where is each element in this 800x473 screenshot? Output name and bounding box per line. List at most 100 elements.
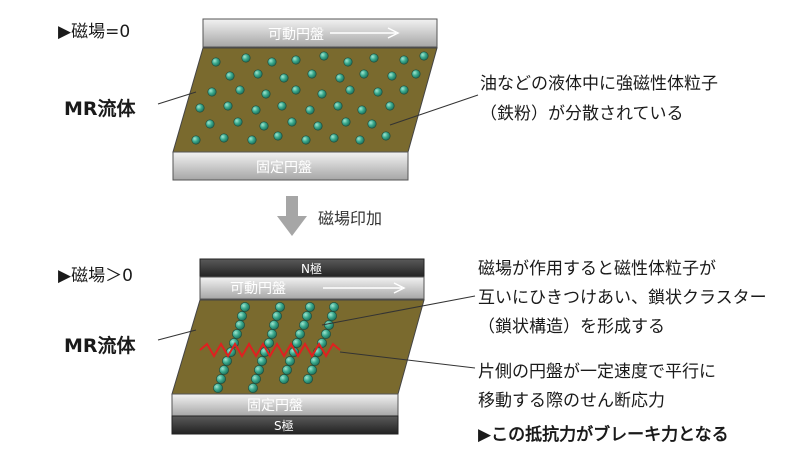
condition-no-field: ▶磁場=0 [58,22,131,42]
mr-fluid-label-bottom: MR流体 [64,335,136,357]
s-pole-label: S極 [274,418,294,433]
chain-particle [299,320,309,330]
shear-stress-line [199,342,341,358]
particle [253,69,263,79]
leader-line-note-top [389,94,479,126]
note-top-line2: （鉄粉）が分散されている [480,104,684,124]
chain-particle [219,365,229,375]
chain-particle [305,302,315,312]
chain-particle [279,374,289,384]
leader-line-mr-top [157,91,197,105]
note-shear-line1: 片側の円盤が一定速度で平行に [478,362,716,382]
particle [387,71,397,81]
particle [369,53,379,63]
s-pole-plate: S極 [171,415,399,435]
particle [191,135,201,145]
particle [343,57,353,67]
chain-particle [257,356,267,366]
particle [399,55,409,65]
particle [373,87,383,97]
particles-dispersed [191,51,429,145]
chain-particle [254,365,264,375]
particle [345,85,355,95]
particle [211,57,221,67]
particle [235,85,245,95]
particle [307,69,317,79]
particle [333,101,343,111]
n-pole-plate: N極 [199,258,425,278]
magnetic-field-applied-label: 磁場印加 [318,209,383,228]
particle [279,73,289,83]
leader-line-shear [339,351,476,369]
chain-particle [302,311,312,321]
particle [195,103,205,113]
particle [359,69,369,79]
particle [335,73,345,83]
chain-particle [213,383,223,393]
particle [317,89,327,99]
particle [341,117,351,127]
particle [329,133,339,143]
fixed-disk-bottom-label: 固定円盤 [247,398,303,414]
particle [291,85,301,95]
chain-particle [222,356,232,366]
chain-particle [329,302,339,312]
down-arrow-icon [277,196,307,236]
leader-line-mr-bottom [157,329,197,341]
chain-particle [235,320,245,330]
particle [207,87,217,97]
particle [233,117,243,127]
particle [247,135,257,145]
particle [357,105,367,115]
particle [385,101,395,111]
particle [261,89,271,99]
arrow-right-icon [323,282,406,294]
chain-particle [251,374,261,384]
chain-particle [275,302,285,312]
n-pole-label: N極 [301,261,322,276]
particle [277,101,287,111]
fixed-disk-bottom: 固定円盤 [171,393,399,417]
particle [223,101,233,111]
particle [381,131,391,141]
note-chain-line1: 磁場が作用すると磁性体粒子が [478,259,716,279]
particle [259,121,269,131]
particle [287,117,297,127]
particle [267,57,277,67]
particle [313,121,323,131]
chain-particle [248,383,258,393]
chain-particle [264,338,274,348]
note-shear-line2: 移動する際のせん断応力 [478,391,665,411]
moving-disk-bottom: 可動円盤 [199,276,425,300]
particle [411,69,421,79]
fixed-disk-top-label: 固定円盤 [256,160,312,176]
conclusion-brake-force: ▶この抵抗力がブレーキ力となる [478,425,729,445]
chain-particle [295,329,305,339]
condition-field-on: ▶磁場＞0 [58,266,133,286]
chain-particle [232,329,242,339]
chain-particle [324,320,334,330]
particle [251,105,261,115]
chain-particle [292,338,302,348]
leader-line-chain [321,295,476,326]
particle [367,119,377,129]
particle [273,131,283,141]
particle [355,135,365,145]
arrow-right-icon [330,27,400,39]
particle [291,55,301,65]
chain-particle [267,329,277,339]
particle [205,119,215,129]
moving-disk-top-label: 可動円盤 [268,27,324,43]
chain-particle [237,311,247,321]
particle [419,51,429,61]
moving-disk-top: 可動円盤 [202,18,438,48]
fixed-disk-top: 固定円盤 [172,151,409,181]
chain-particle [240,302,250,312]
note-chain-line2: 互いにひきつけあい、鎖状クラスター [478,288,767,308]
note-top-line1: 油などの液体中に強磁性体粒子 [480,74,718,94]
chain-particle [303,374,313,384]
chain-particle [327,311,337,321]
particle [301,135,311,145]
note-chain-line3: （鎖状構造）を形成する [478,317,665,337]
